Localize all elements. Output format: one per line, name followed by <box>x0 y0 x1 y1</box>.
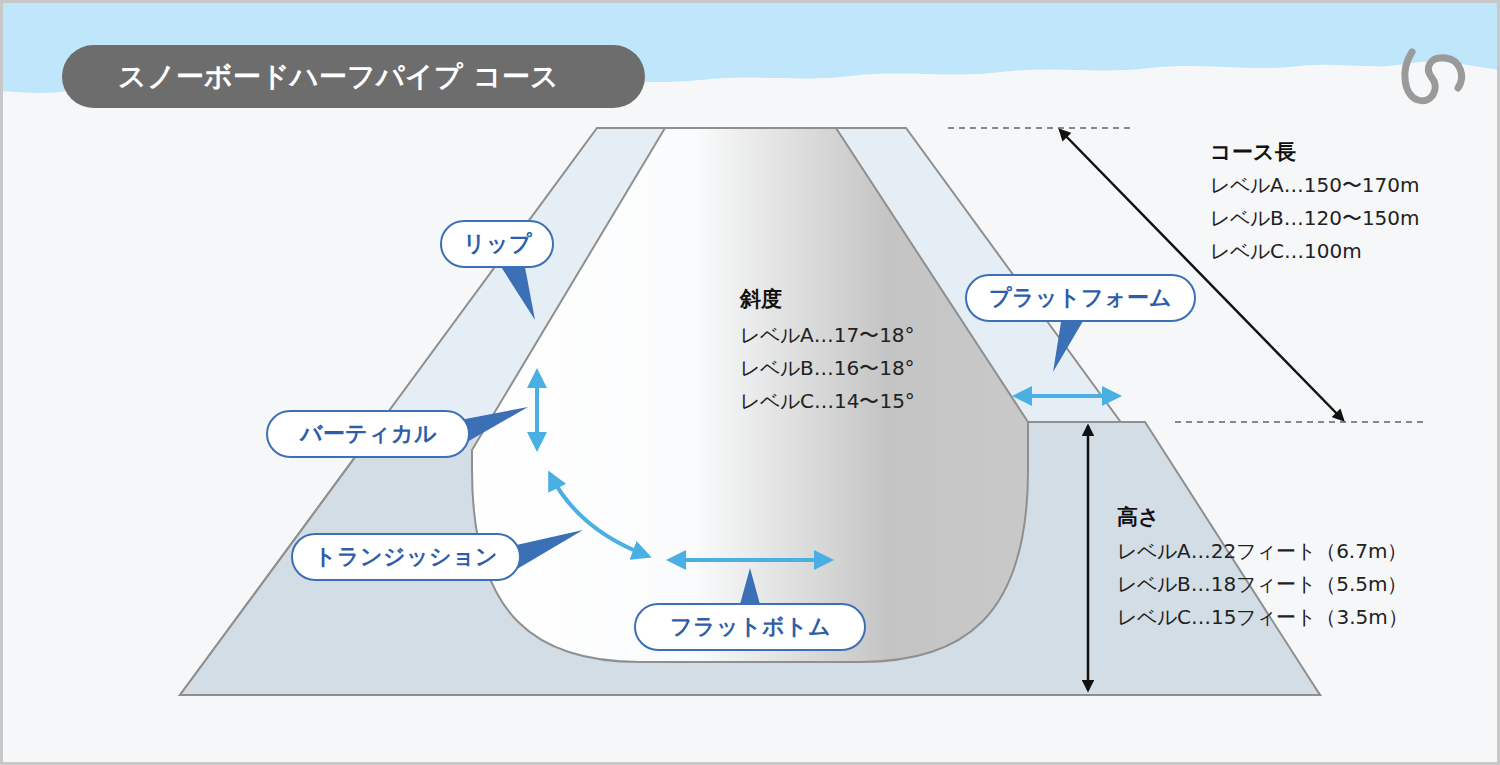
callout-pointer <box>512 530 583 572</box>
platform-edge <box>1028 421 1145 423</box>
callout-box: リップ <box>440 220 554 268</box>
spec-value: レベルC…15フィート（3.5m） <box>1117 605 1408 629</box>
title-pill: スノーボードハーフパイプ コース <box>62 45 645 108</box>
spec-heading: 斜度 <box>740 287 782 312</box>
spec-heading: コース長 <box>1210 140 1296 165</box>
callout-text: トランジッション <box>314 544 498 570</box>
spec-value: レベルC…14〜15° <box>740 389 915 413</box>
callout-pointer <box>498 262 535 320</box>
spec-value: レベルB…16〜18° <box>740 356 915 380</box>
spec-value: レベルB…18フィート（5.5m） <box>1117 572 1407 596</box>
callout-box: プラットフォーム <box>965 274 1196 322</box>
callout-pointer <box>1053 316 1086 372</box>
callout-box: フラットボトム <box>634 603 866 651</box>
callout-text: リップ <box>463 231 532 257</box>
title-text: スノーボードハーフパイプ コース <box>118 58 559 96</box>
spec-value: レベルC…100m <box>1210 239 1362 263</box>
spec-value: レベルA…150〜170m <box>1210 173 1420 197</box>
dim-dash <box>1175 421 1425 423</box>
transition-arrow <box>550 474 648 556</box>
pipe-bowl <box>472 128 1028 662</box>
dim-dash <box>948 127 1135 129</box>
height-arrow <box>1087 426 1090 690</box>
spec-value: レベルB…120〜150m <box>1210 206 1420 230</box>
callout-box: バーティカル <box>266 410 470 458</box>
platform-arrow <box>1016 394 1118 398</box>
callout-pointer <box>460 407 528 446</box>
vertical-arrow <box>535 372 539 448</box>
callout-box: トランジッション <box>291 533 521 581</box>
callout-text: フラットボトム <box>670 614 831 640</box>
logo-mark <box>1405 52 1462 101</box>
spec-heading: 高さ <box>1117 505 1160 530</box>
callout-text: バーティカル <box>300 421 437 447</box>
callout-pointer <box>739 568 761 608</box>
flat-arrow <box>670 558 830 562</box>
spec-value: レベルA…22フィート（6.7m） <box>1117 539 1407 563</box>
spec-value: レベルA…17〜18° <box>740 323 915 347</box>
callout-text: プラットフォーム <box>989 285 1172 311</box>
